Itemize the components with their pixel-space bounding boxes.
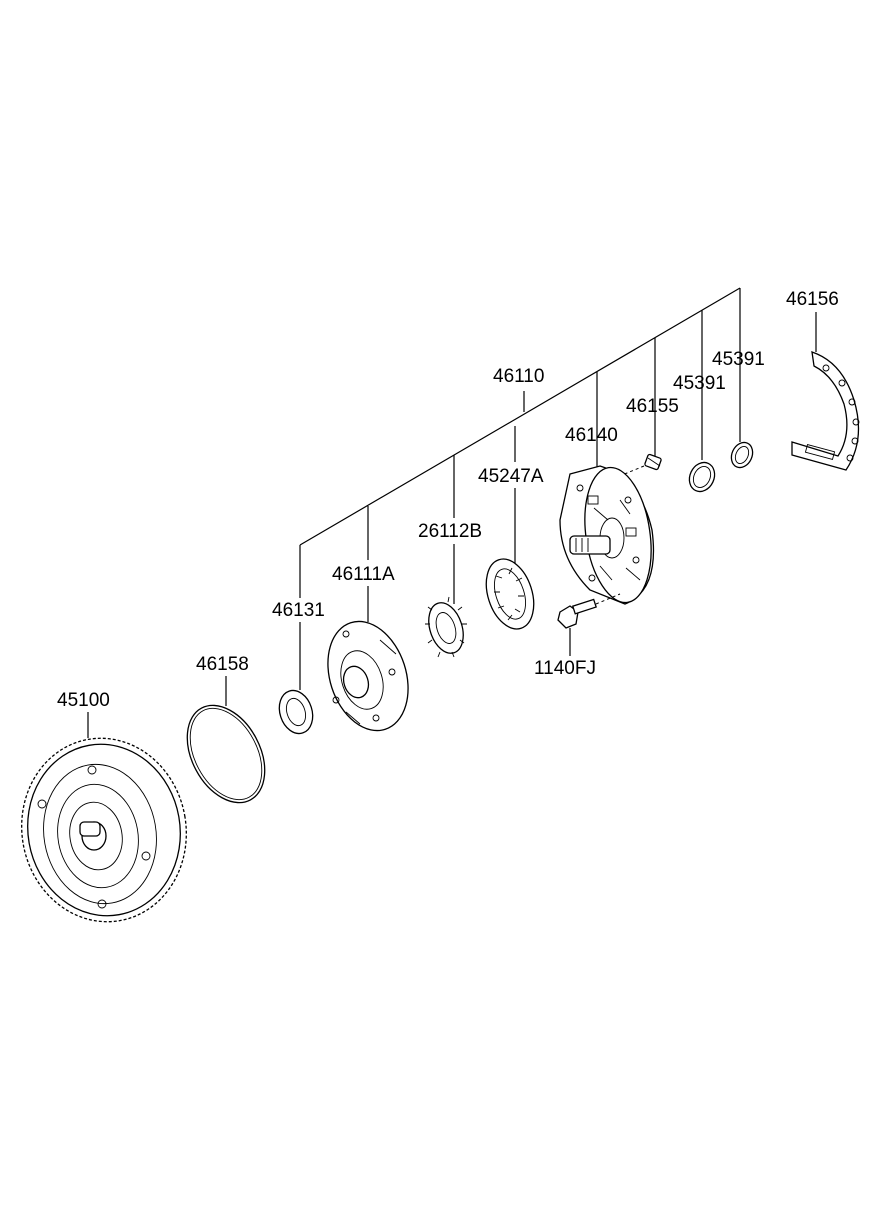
- label-45100[interactable]: 45100: [57, 690, 110, 711]
- part-46131-oil-seal: [278, 689, 314, 735]
- part-46140-pump-housing: [559, 465, 655, 605]
- part-45247A-outer-gear: [485, 558, 535, 630]
- label-26112B[interactable]: 26112B: [418, 521, 482, 542]
- label-45391-lower[interactable]: 45391: [673, 373, 726, 394]
- label-46111A[interactable]: 46111A: [332, 564, 395, 585]
- label-46155[interactable]: 46155: [626, 396, 679, 417]
- part-46156-plate: [791, 351, 860, 471]
- part-26112B-inner-gear: [425, 596, 467, 658]
- label-1140FJ[interactable]: 1140FJ: [534, 658, 596, 679]
- part-46158-o-ring: [186, 704, 266, 804]
- label-45247A[interactable]: 45247A: [478, 466, 544, 487]
- part-45391-ring-right: [730, 441, 754, 469]
- part-46111A-pump-cover: [327, 620, 409, 732]
- label-46131[interactable]: 46131: [272, 600, 325, 621]
- label-46158[interactable]: 46158: [196, 654, 249, 675]
- label-45391-upper[interactable]: 45391: [712, 349, 765, 370]
- label-46110[interactable]: 46110: [493, 366, 544, 387]
- part-45100-torque-converter: [21, 737, 187, 923]
- part-1140FJ-bolt: [557, 593, 621, 629]
- assembly-46110-leader: [299, 287, 741, 690]
- part-45391-ring-left: [688, 461, 716, 493]
- label-46156[interactable]: 46156: [786, 289, 839, 310]
- label-46140[interactable]: 46140: [565, 425, 618, 446]
